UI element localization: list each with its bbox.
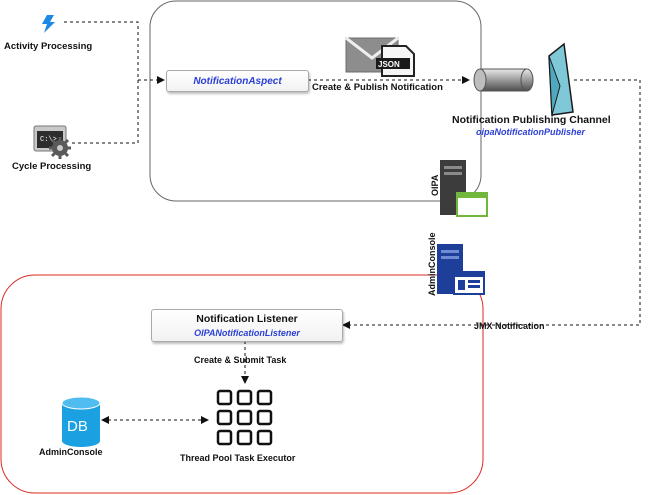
adminconsole-server-label: AdminConsole [427, 232, 437, 296]
listener-bean: OIPANotificationListener [194, 328, 300, 338]
pipe-icon [473, 68, 534, 92]
thread-pool-grid-icon [216, 389, 273, 446]
edge-label-jmx: JMX Notification [474, 321, 545, 331]
server-window-icon [440, 160, 488, 217]
listener-title: Notification Listener [196, 313, 298, 325]
envelope-json-icon [345, 36, 415, 77]
oipa-server-label: OIPA [430, 174, 440, 196]
thread-pool-label: Thread Pool Task Executor [180, 453, 296, 463]
svg-text:C:\>: C:\> [40, 136, 57, 144]
publishing-channel-bean: oipaNotificationPublisher [476, 127, 586, 137]
notification-listener-node[interactable]: Notification Listener OIPANotificationLi… [151, 309, 343, 342]
notification-aspect-node[interactable]: NotificationAspect [166, 70, 309, 92]
oipa-group [149, 0, 482, 202]
cmd-gear-icon: C:\> [33, 125, 71, 159]
cycle-processing-label: Cycle Processing [12, 161, 92, 172]
edge-label-create-submit: Create & Submit Task [194, 355, 287, 365]
notification-aspect-label: NotificationAspect [193, 75, 282, 87]
edge-activity [64, 21, 165, 84]
db-icon-text: DB [67, 418, 88, 435]
channel-icon [548, 42, 574, 116]
lightning-icon [42, 15, 55, 33]
database-icon [61, 396, 101, 447]
edge-jmx [342, 79, 641, 329]
edge-label-create-publish: Create & Publish Notification [312, 82, 443, 93]
publishing-channel-title: Notification Publishing Channel [452, 114, 611, 126]
server-dashboard-icon [437, 244, 485, 295]
db-label: AdminConsole [39, 447, 103, 457]
edge-cycle [72, 80, 139, 144]
adminconsole-group [0, 274, 484, 494]
activity-processing-label: Activity Processing [4, 41, 93, 52]
json-badge-text: JSON [378, 60, 400, 69]
